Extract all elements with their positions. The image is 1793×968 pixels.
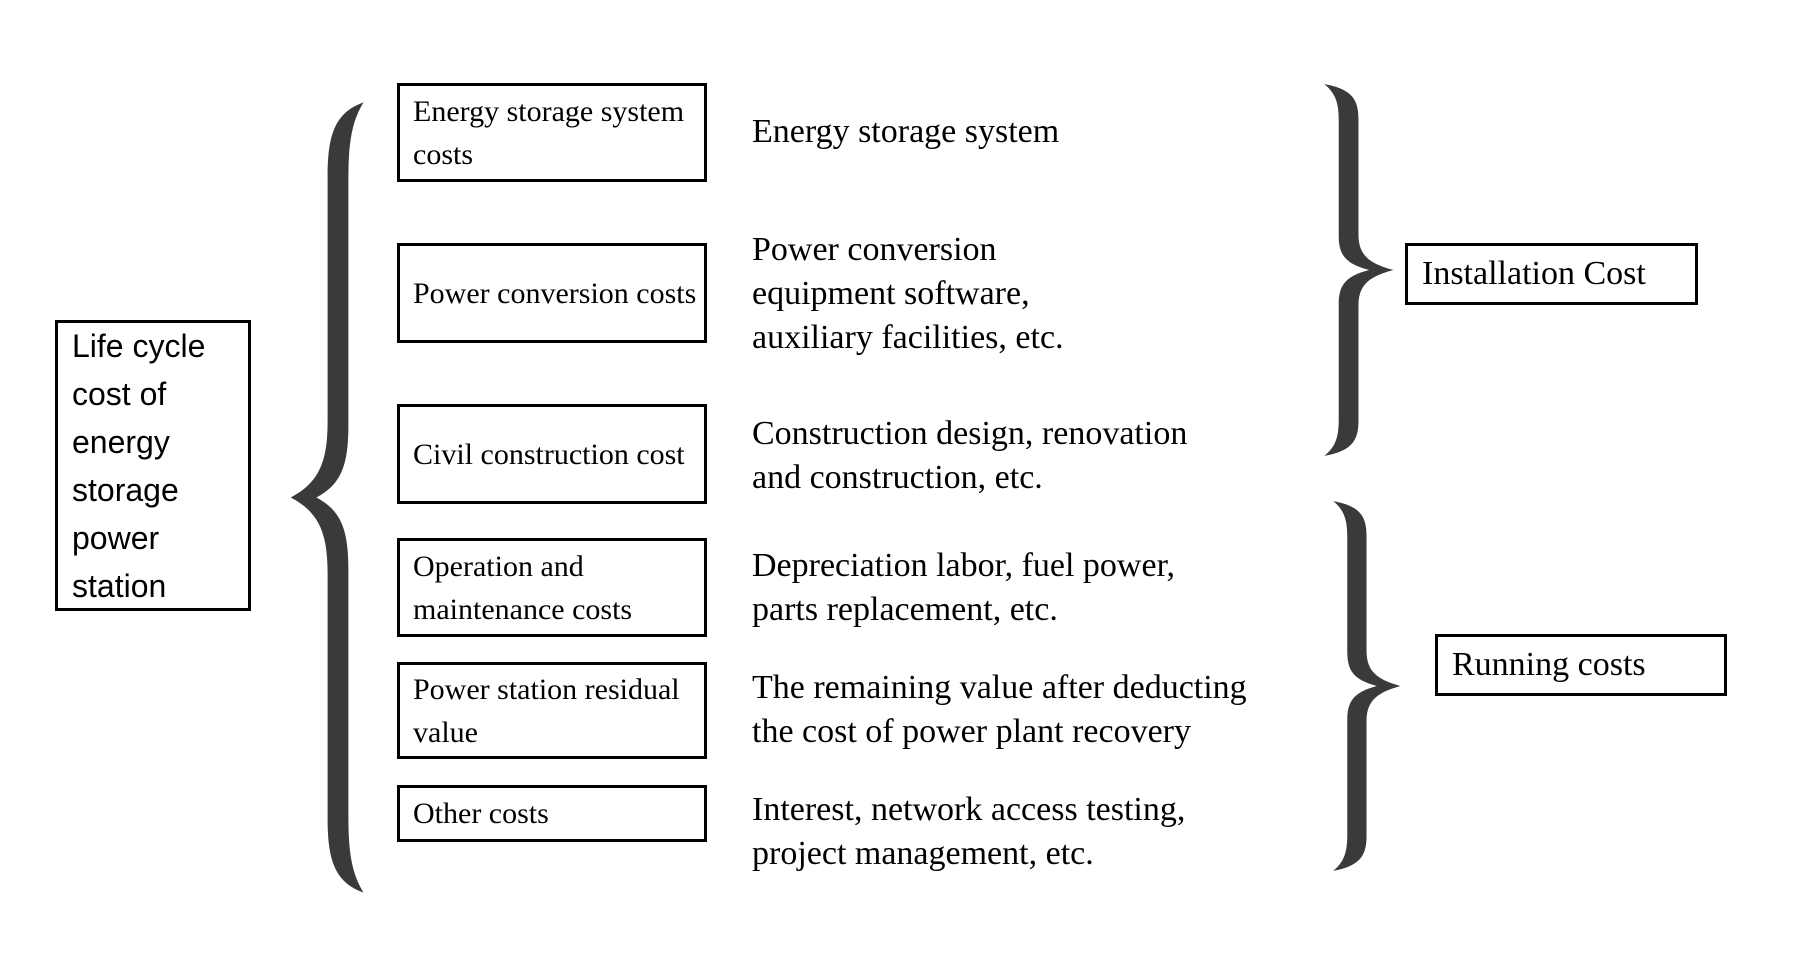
running-costs-box: Running costs [1435, 634, 1727, 696]
installation-curly-brace-icon [1322, 83, 1398, 457]
description-line: Energy storage system [752, 113, 1060, 150]
energy-storage-system-costs-box: Energy storage system costs [397, 83, 707, 182]
description-line: parts replacement, etc. [752, 591, 1058, 628]
power-conversion-costs-box: Power conversion costs [397, 243, 707, 343]
description-line: Depreciation labor, fuel power, [752, 547, 1176, 584]
power-conversion-description: Power conversion equipment software, aux… [752, 228, 1064, 360]
energy-storage-description: Energy storage system [752, 110, 1059, 154]
other-costs-box: Other costs [397, 785, 707, 842]
description-line: Power conversion [752, 231, 997, 268]
group-label: Running costs [1452, 646, 1646, 683]
description-line: Interest, network access testing, [752, 791, 1186, 828]
description-line: The remaining value after deducting [752, 669, 1247, 706]
power-station-residual-value-box: Power station residual value [397, 662, 707, 759]
title-box-label: Life cycle cost of energy storage power … [72, 327, 206, 604]
installation-cost-box: Installation Cost [1405, 243, 1698, 305]
box-label: Other costs [413, 797, 549, 830]
description-line: the cost of power plant recovery [752, 713, 1191, 750]
residual-value-description: The remaining value after deducting the … [752, 666, 1247, 754]
box-label: Power station residual value [413, 672, 680, 749]
description-line: equipment software, [752, 275, 1030, 312]
civil-construction-cost-box: Civil construction cost [397, 404, 707, 504]
box-label: Energy storage system costs [413, 94, 685, 171]
description-line: auxiliary facilities, etc. [752, 319, 1064, 356]
box-label: Power conversion costs [413, 276, 697, 310]
life-cycle-cost-title-box: Life cycle cost of energy storage power … [55, 320, 251, 611]
group-label: Installation Cost [1422, 255, 1646, 292]
operation-maintenance-description: Depreciation labor, fuel power, parts re… [752, 544, 1175, 632]
civil-construction-description: Construction design, renovation and cons… [752, 412, 1187, 500]
running-costs-curly-brace-icon [1331, 500, 1405, 872]
description-line: project management, etc. [752, 835, 1094, 872]
left-curly-brace-icon [286, 100, 366, 895]
other-costs-description: Interest, network access testing, projec… [752, 788, 1185, 876]
box-label: Operation and maintenance costs [413, 549, 633, 626]
description-line: Construction design, renovation [752, 415, 1188, 452]
operation-maintenance-costs-box: Operation and maintenance costs [397, 538, 707, 637]
box-label: Civil construction cost [413, 437, 685, 471]
description-line: and construction, etc. [752, 459, 1043, 496]
